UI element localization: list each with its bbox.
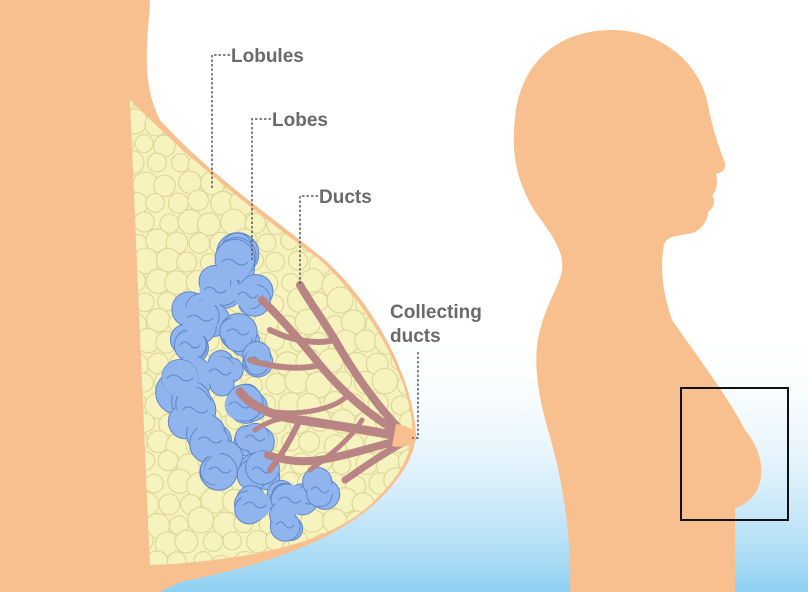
fat-lobule [265, 168, 291, 194]
fat-lobule [159, 494, 180, 515]
fat-lobule [197, 91, 220, 114]
fat-lobule [244, 90, 266, 112]
leader-line-lobules [212, 55, 230, 190]
fat-lobule [300, 152, 322, 174]
fat-lobule [390, 229, 413, 252]
fat-lobule [356, 211, 380, 235]
fat-lobule [374, 208, 399, 233]
fat-lobule [197, 213, 220, 236]
fat-lobule [345, 112, 371, 138]
fat-lobule [366, 273, 391, 298]
fat-lobule [231, 110, 257, 136]
fat-lobule [321, 150, 346, 175]
fat-lobule [352, 88, 378, 114]
fat-lobule [276, 153, 296, 173]
fat-lobule [224, 91, 244, 111]
fat-lobule [188, 507, 214, 533]
label-ducts: Ducts [319, 187, 372, 208]
fat-lobule [245, 174, 263, 192]
fat-lobule [223, 532, 241, 550]
fat-lobule [413, 274, 432, 293]
fat-lobule [324, 234, 347, 257]
fat-lobule [145, 474, 164, 493]
fat-lobule [258, 234, 276, 252]
fat-lobule [188, 190, 209, 211]
fat-lobule [397, 170, 422, 195]
fat-lobule [289, 251, 308, 270]
fat-lobule [172, 154, 190, 172]
fat-lobule [309, 209, 332, 232]
label-lobules: Lobules [231, 46, 304, 67]
fat-lobule [203, 532, 222, 551]
fat-lobule [375, 254, 397, 276]
fat-lobule [372, 368, 397, 393]
fat-lobule [255, 152, 274, 171]
fat-lobule [410, 154, 431, 175]
fat-lobule [348, 154, 367, 173]
fat-lobule [135, 134, 153, 152]
fat-lobule [396, 209, 421, 234]
label-collecting-ducts-line2: ducts [390, 326, 441, 347]
fat-lobule [368, 153, 390, 175]
fat-lobule [309, 134, 328, 153]
fat-lobule [146, 194, 165, 213]
fat-lobule [177, 252, 197, 272]
fat-lobule [396, 90, 420, 114]
fat-lobule [388, 274, 409, 295]
fat-lobule [147, 153, 166, 172]
fat-lobule [232, 155, 253, 176]
fat-lobule [398, 135, 418, 155]
fat-lobule [342, 235, 361, 254]
fat-lobule [212, 150, 236, 174]
fat-lobule [333, 216, 352, 235]
fat-lobule [333, 129, 358, 154]
fat-lobule [213, 113, 234, 134]
fat-lobule [410, 191, 429, 210]
fat-lobule [219, 128, 244, 153]
fat-lobule [411, 114, 431, 134]
fat-lobule [198, 134, 220, 156]
fat-lobule [285, 128, 310, 153]
fat-lobule [188, 109, 210, 131]
fat-lobule [256, 190, 276, 210]
fat-lobule [281, 196, 300, 215]
label-collecting-ducts-line1: Collecting [390, 302, 482, 323]
fat-lobule [379, 172, 399, 192]
fat-lobule [158, 451, 178, 471]
fat-lobule [388, 190, 414, 216]
fat-lobule [175, 530, 198, 553]
fat-lobule [266, 374, 287, 395]
fat-lobule [189, 233, 209, 253]
label-lobes: Lobes [272, 110, 328, 131]
fat-lobule [299, 432, 320, 453]
fat-lobule [287, 211, 311, 235]
fat-lobule [366, 111, 390, 135]
fat-lobule [375, 90, 397, 112]
fat-lobule [373, 131, 395, 153]
fat-lobule [330, 89, 353, 112]
fat-lobule [352, 253, 375, 276]
fat-lobule [411, 230, 431, 250]
fat-lobule [389, 113, 407, 131]
fat-lobule [268, 130, 291, 153]
fat-lobule [165, 271, 189, 295]
fat-lobule [265, 252, 284, 271]
fat-lobule [180, 133, 202, 155]
fat-lobule [327, 287, 353, 313]
fat-lobule [366, 232, 392, 258]
fat-lobule [391, 154, 413, 176]
fat-lobule [134, 212, 154, 232]
fat-lobule [400, 253, 420, 273]
fat-lobule [355, 330, 377, 352]
fat-lobule [351, 131, 373, 153]
fat-lobule [285, 169, 308, 192]
fat-lobule [177, 94, 198, 115]
fat-lobule [160, 94, 179, 113]
fat-lobule [247, 135, 266, 154]
